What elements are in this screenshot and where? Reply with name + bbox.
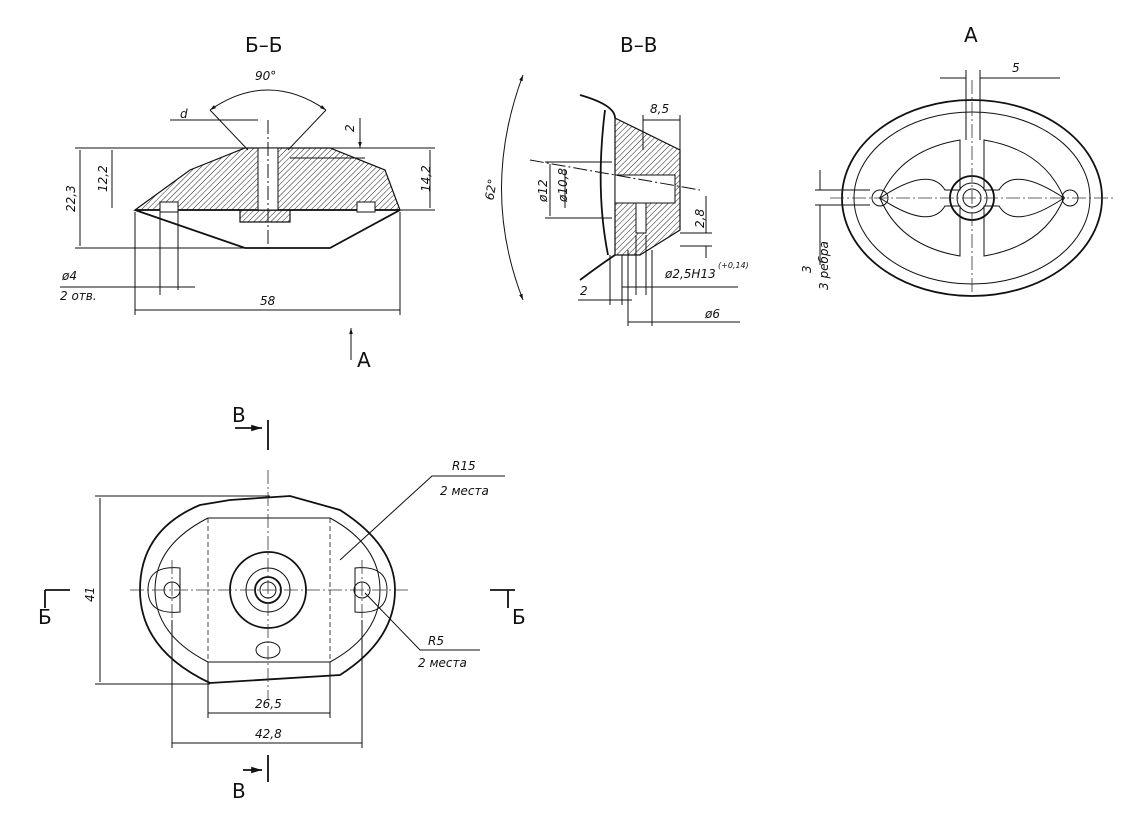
angle-62: 62°: [482, 178, 499, 201]
cut-b-left: Б: [38, 605, 52, 629]
hole-spec: ø2,5H13: [664, 267, 716, 281]
view-a: А 5 3 3 ребра: [800, 23, 1115, 300]
center-bore: [257, 147, 279, 211]
dim-2-vv: 2: [580, 284, 588, 298]
dim-42-8: 42,8: [255, 727, 282, 741]
r15: R15: [452, 459, 476, 473]
dim-5: 5: [1012, 61, 1020, 75]
cut-b-right: Б: [512, 605, 526, 629]
dim-22-3: 22,3: [64, 185, 78, 212]
rib-note: 3 ребра: [817, 241, 831, 290]
label-d: d: [180, 107, 188, 121]
section-v-v: В–В 62° ø12 ø10,8 8,5 2,8 ø2,5H13 (+0,14…: [482, 33, 749, 326]
dim-2: 2: [343, 124, 357, 132]
section-b-b-title: Б–Б: [245, 33, 282, 57]
cut-v-bottom: В: [232, 779, 246, 803]
hole-count: 2 отв.: [60, 289, 97, 303]
plan-outline: [139, 495, 396, 684]
r15-note: 2 места: [440, 484, 489, 498]
dim-14-2: 14,2: [419, 165, 433, 192]
rib-thickness: 3: [800, 265, 814, 273]
dim-41: 41: [83, 587, 97, 602]
section-v-v-title: В–В: [620, 33, 657, 57]
dia-10-8: ø10,8: [556, 168, 570, 203]
hole-tolerance: (+0,14): [718, 261, 749, 270]
plan-view: В В Б Б R15 2 места R5 2 места 41 26,5 4…: [38, 403, 526, 803]
dim-26-5: 26,5: [255, 697, 282, 711]
dia-12: ø12: [536, 179, 550, 203]
dia-6: ø6: [704, 307, 720, 321]
cut-v-top: В: [232, 403, 246, 427]
section-b-b-bottom: [134, 209, 401, 249]
r5-note: 2 места: [418, 656, 467, 670]
dim-2-8: 2,8: [693, 209, 707, 228]
section-b-b: Б–Б 90° d 2 12,2 22,3 14,2 ø4 2 отв. 58 …: [60, 33, 435, 372]
dim-8-5: 8,5: [650, 102, 669, 116]
r5: R5: [428, 634, 444, 648]
dim-58: 58: [260, 294, 276, 308]
view-a-arrow-label: А: [357, 348, 371, 372]
view-a-title: А: [964, 23, 978, 47]
dim-12-2: 12,2: [96, 165, 110, 192]
angle-90: 90°: [255, 69, 276, 83]
hole-dia: ø4: [61, 269, 77, 283]
